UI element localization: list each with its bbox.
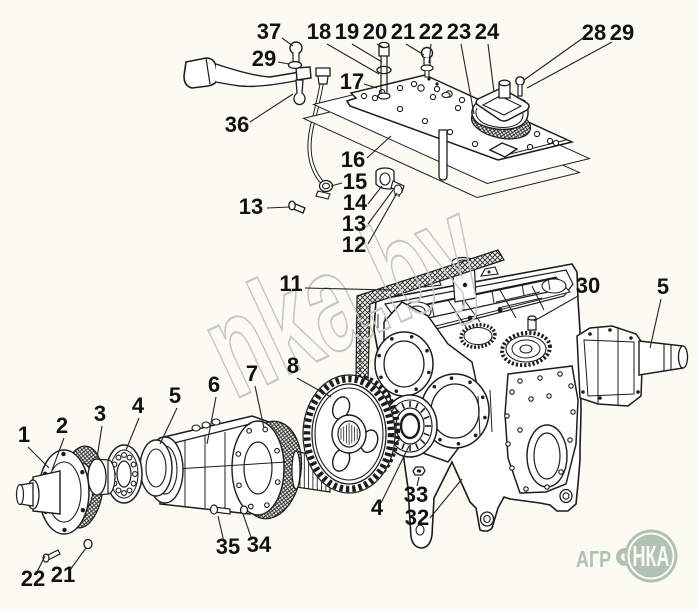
svg-text:3: 3 <box>94 401 106 426</box>
svg-text:37: 37 <box>257 19 281 44</box>
svg-text:28: 28 <box>582 20 606 45</box>
svg-text:АГР: АГР <box>576 547 611 573</box>
svg-text:29: 29 <box>610 20 634 45</box>
svg-text:21: 21 <box>51 562 75 587</box>
svg-text:21: 21 <box>391 19 415 44</box>
svg-text:22: 22 <box>21 566 45 591</box>
svg-text:16: 16 <box>341 147 365 172</box>
svg-text:6: 6 <box>208 372 220 397</box>
svg-text:11: 11 <box>279 271 302 296</box>
svg-text:23: 23 <box>447 19 471 44</box>
svg-text:22: 22 <box>419 19 443 44</box>
svg-text:НКА: НКА <box>633 541 670 573</box>
svg-text:29: 29 <box>252 46 276 71</box>
svg-text:2: 2 <box>56 413 68 438</box>
svg-text:19: 19 <box>335 19 359 44</box>
svg-text:5: 5 <box>169 383 181 408</box>
svg-text:7: 7 <box>246 361 258 386</box>
svg-text:4: 4 <box>371 495 384 520</box>
svg-text:5: 5 <box>657 274 669 299</box>
svg-text:30: 30 <box>576 273 600 298</box>
svg-text:33: 33 <box>404 482 428 507</box>
svg-text:15: 15 <box>343 169 367 194</box>
svg-text:20: 20 <box>363 19 387 44</box>
svg-text:8: 8 <box>287 353 299 378</box>
svg-text:34: 34 <box>247 532 272 557</box>
svg-text:36: 36 <box>225 112 249 137</box>
svg-text:12: 12 <box>342 232 366 257</box>
svg-text:4: 4 <box>132 393 145 418</box>
svg-text:1: 1 <box>18 422 30 447</box>
svg-text:35: 35 <box>216 534 240 559</box>
svg-text:13: 13 <box>239 194 263 219</box>
svg-text:32: 32 <box>405 505 429 530</box>
svg-text:18: 18 <box>307 19 331 44</box>
svg-text:24: 24 <box>475 19 500 44</box>
svg-text:17: 17 <box>340 69 364 94</box>
svg-text:14: 14 <box>343 190 368 215</box>
svg-text:13: 13 <box>342 211 366 236</box>
